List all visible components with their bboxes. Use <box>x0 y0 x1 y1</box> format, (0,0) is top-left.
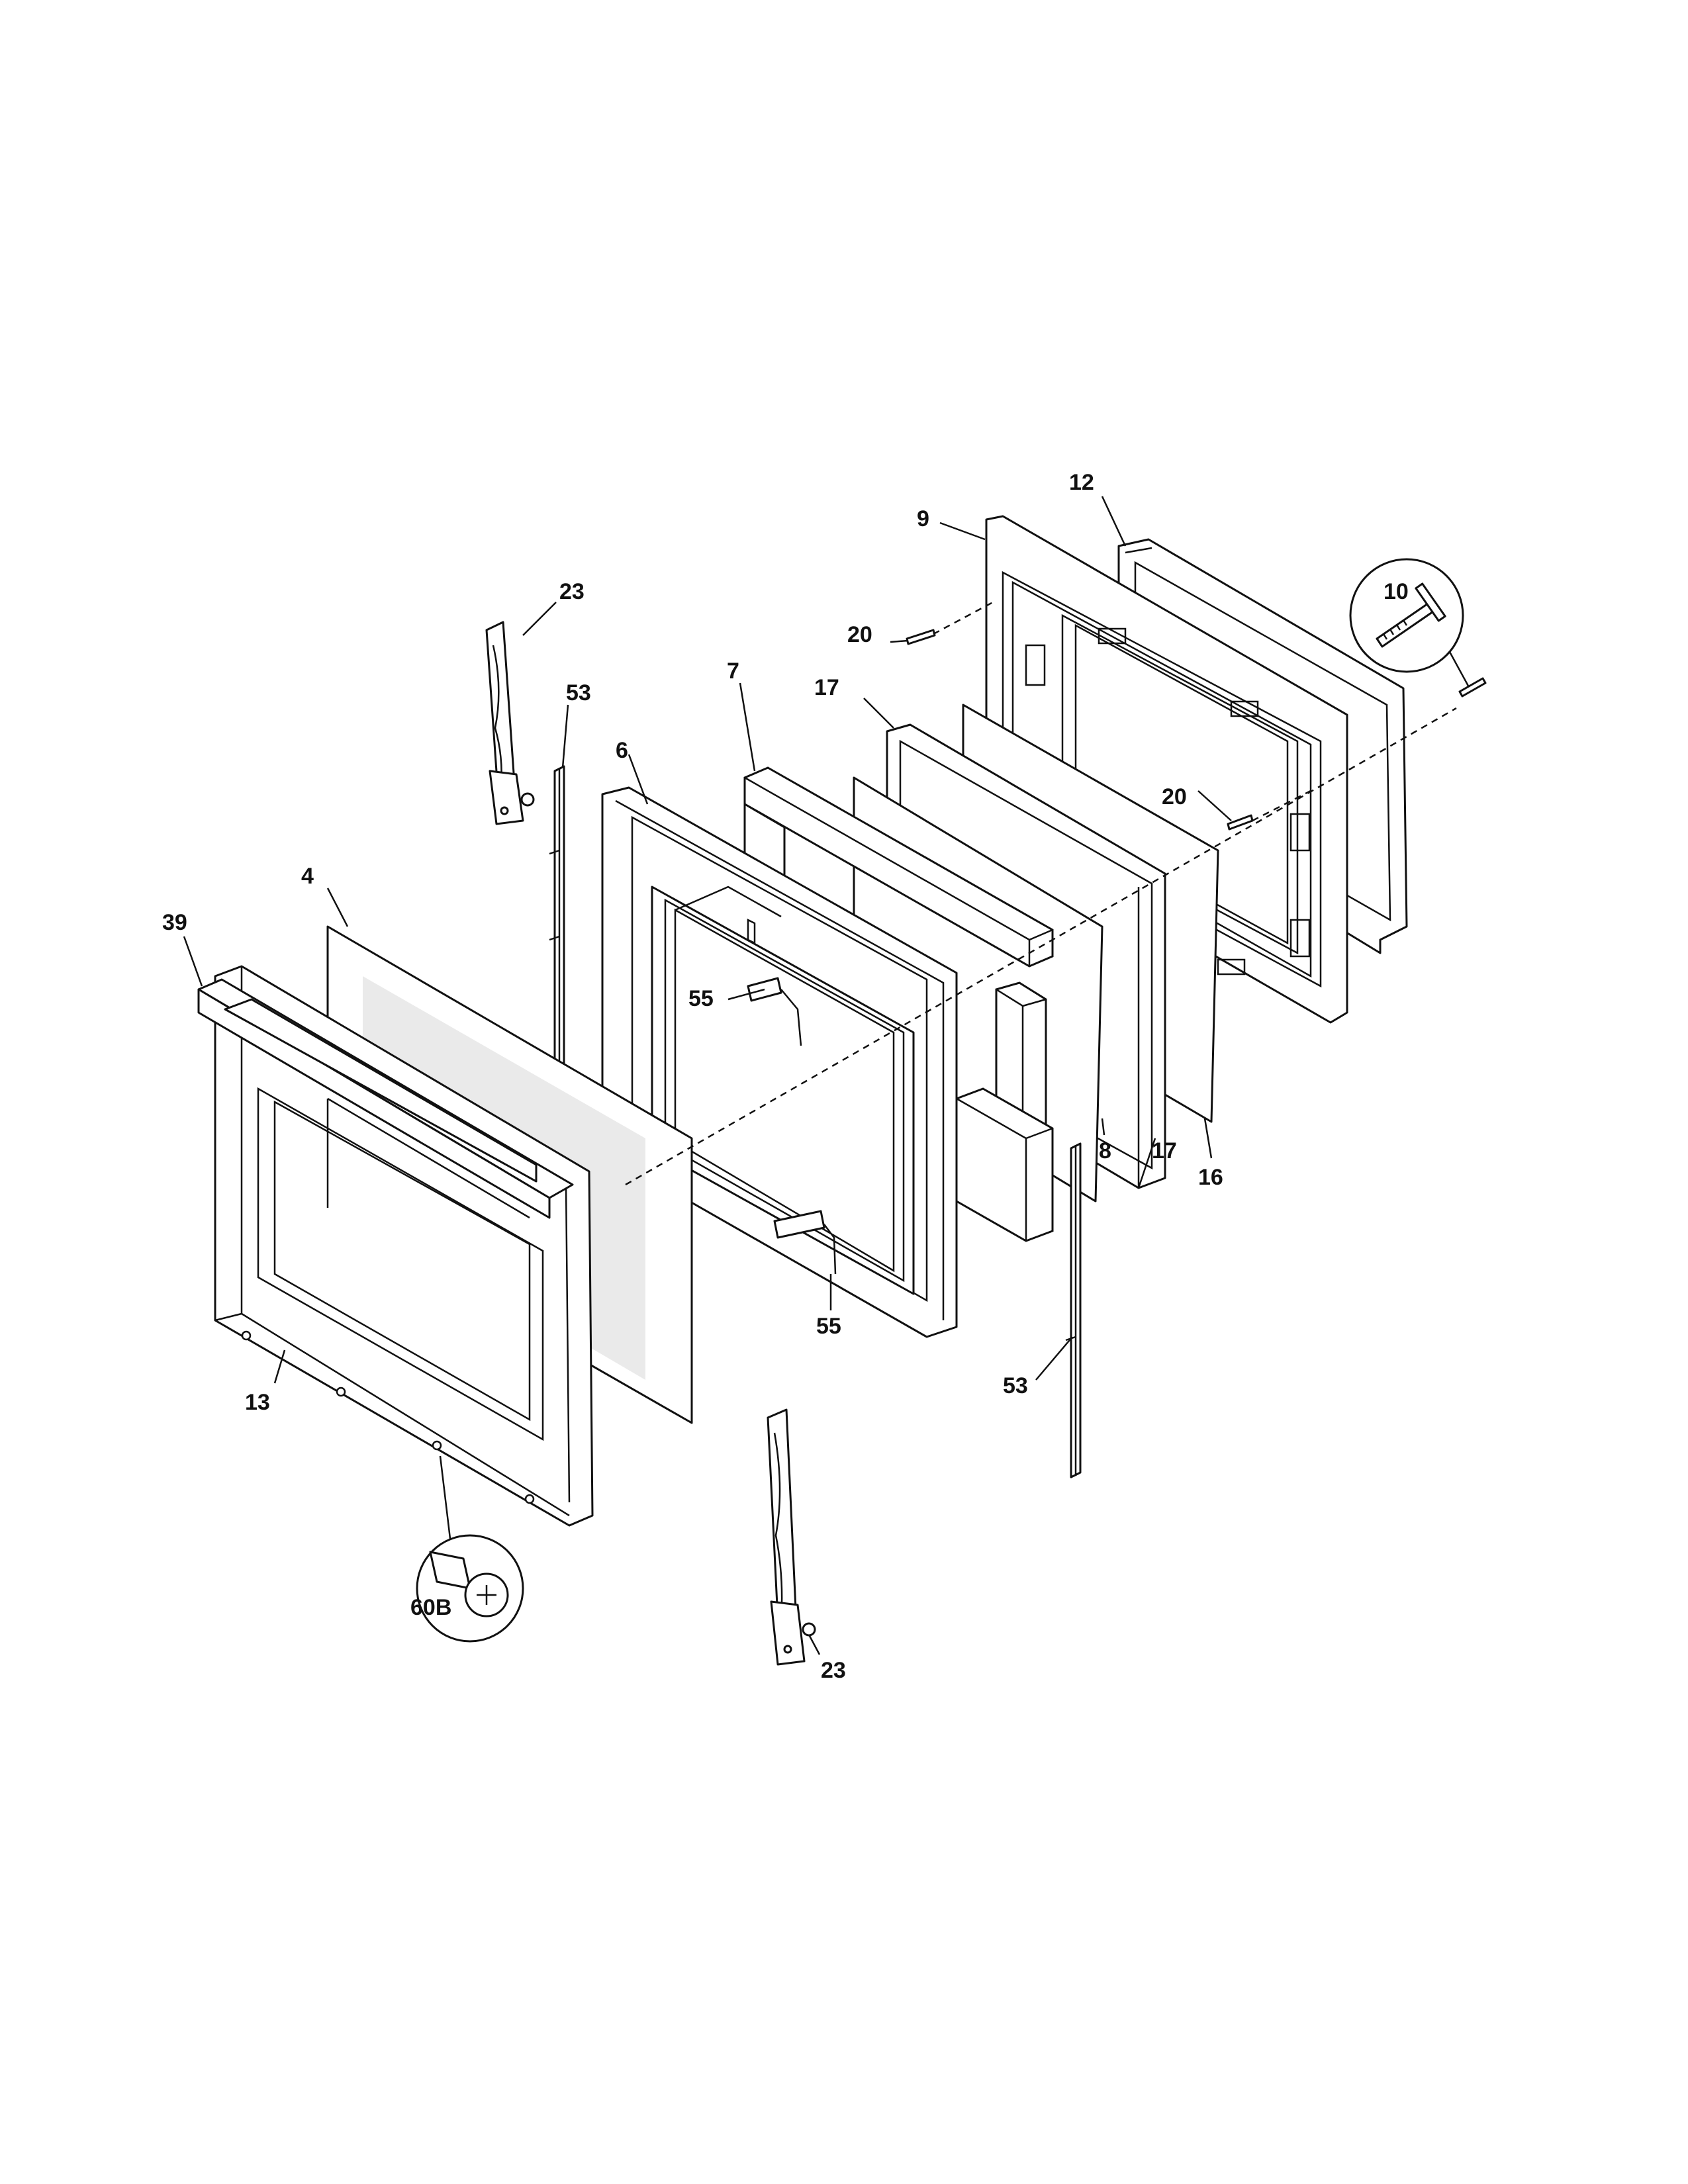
callout-55-bottom: 55 <box>816 1314 841 1339</box>
callout-20-right: 20 <box>1162 784 1187 809</box>
part-53-right-strip <box>1065 1142 1082 1479</box>
callout-labels: 9 12 10 23 20 53 7 17 6 20 4 39 55 16 8 … <box>162 470 1409 1683</box>
part-23-hinge-top <box>485 621 535 825</box>
assembly-lines <box>625 601 1457 1186</box>
callout-7: 7 <box>727 659 739 684</box>
callout-9: 9 <box>917 506 929 531</box>
callout-20-left: 20 <box>847 622 872 647</box>
leader-lines <box>183 496 1232 1655</box>
part-13-outer-door <box>214 965 594 1527</box>
callout-16: 16 <box>1198 1165 1223 1190</box>
callout-13: 13 <box>245 1390 270 1415</box>
callout-53-top: 53 <box>566 680 591 705</box>
part-20-pin-left <box>906 629 936 645</box>
part-10-detail-inset <box>1349 558 1487 698</box>
part-55-clip-bottom <box>773 1210 837 1275</box>
callout-10: 10 <box>1383 579 1409 604</box>
callout-53-bottom: 53 <box>1003 1373 1028 1398</box>
callout-8: 8 <box>1099 1138 1111 1163</box>
callout-4: 4 <box>301 864 314 889</box>
callout-12: 12 <box>1069 470 1094 495</box>
callout-17-bottom: 17 <box>1152 1138 1177 1163</box>
callout-39: 39 <box>162 910 187 935</box>
part-9-inner-frame <box>985 515 1348 1024</box>
part-60b-detail-inset <box>416 1455 524 1643</box>
callout-23-top: 23 <box>559 579 585 604</box>
part-23-hinge-bottom <box>767 1408 816 1666</box>
part-39-handle <box>197 978 574 1219</box>
callout-6: 6 <box>616 738 628 763</box>
callout-55-top: 55 <box>688 986 714 1011</box>
callout-60b: 60B <box>410 1595 451 1620</box>
callout-23-bottom: 23 <box>821 1658 846 1683</box>
callout-17-top: 17 <box>814 675 839 700</box>
